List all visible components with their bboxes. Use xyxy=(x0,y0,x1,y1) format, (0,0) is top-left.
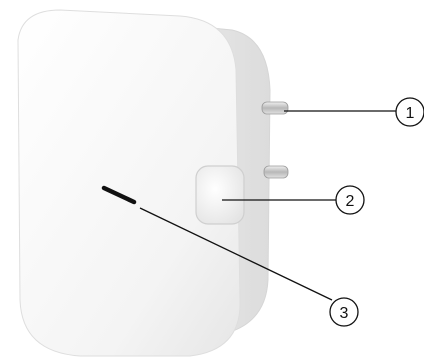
side-button xyxy=(195,165,245,225)
plug-prongs xyxy=(261,101,289,179)
callout-1-circle xyxy=(395,97,424,127)
callout-3-number: 3 xyxy=(340,305,349,322)
callout-2-circle xyxy=(335,185,365,215)
leader-line-3 xyxy=(139,207,333,301)
prong-upper xyxy=(261,101,289,115)
device-front-face xyxy=(17,9,241,357)
callout-3: 3 xyxy=(329,297,359,327)
callout-leaders xyxy=(139,110,396,301)
callout-2: 2 xyxy=(335,185,365,215)
callout-3-circle xyxy=(329,297,359,327)
callout-1: 1 xyxy=(395,97,424,127)
callout-2-number: 2 xyxy=(346,193,355,210)
callout-1-number: 1 xyxy=(406,105,415,122)
led-indicator xyxy=(101,185,137,205)
prong-lower xyxy=(263,165,289,179)
